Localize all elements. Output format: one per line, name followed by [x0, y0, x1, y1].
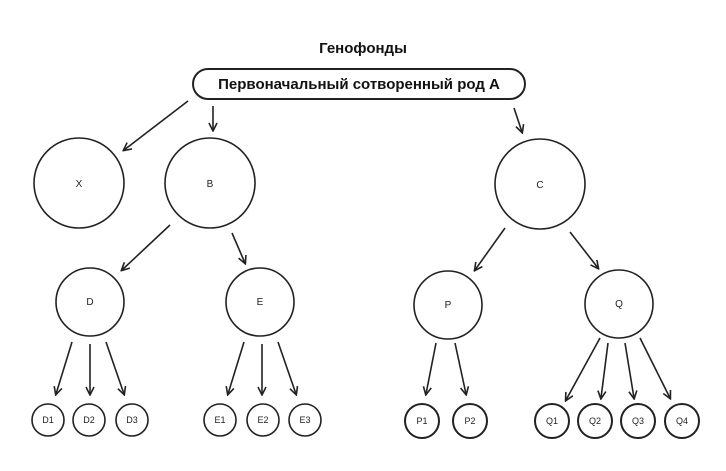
node-e2: E2 [246, 403, 280, 437]
node-q1-label: Q1 [546, 416, 558, 426]
node-e2-label: E2 [257, 415, 268, 425]
node-q: Q [584, 269, 654, 339]
node-d-label: D [86, 297, 93, 308]
node-q3: Q3 [620, 403, 656, 439]
root-kind-label: Первоначальный сотворенный род А [218, 75, 500, 93]
node-x-label: X [76, 179, 83, 190]
arrow-root-to-x [124, 100, 189, 150]
leaf-nodes: D1 D2 D3 E1 E2 E3 [31, 403, 700, 439]
node-e1-label: E1 [214, 415, 225, 425]
arrow-q-to-q1 [566, 337, 601, 400]
node-q4-label: Q4 [676, 416, 688, 426]
node-e1: E1 [203, 403, 237, 437]
node-d2-label: D2 [83, 415, 95, 425]
node-c: C [494, 138, 586, 230]
arrow-q-to-q4 [639, 337, 670, 398]
node-c-label: C [536, 180, 543, 191]
level3-arrows [56, 337, 670, 400]
arrow-e-to-e3 [277, 341, 296, 394]
arrow-q-to-q3 [624, 342, 634, 398]
arrow-root-to-c [513, 107, 522, 132]
level2-arrows [122, 224, 598, 270]
arrow-p-to-p1 [426, 342, 437, 394]
node-p: P [413, 270, 483, 340]
node-b: B [164, 137, 256, 229]
node-x: X [33, 137, 125, 229]
node-e3: E3 [288, 403, 322, 437]
node-q2: Q2 [577, 403, 613, 439]
node-p1-label: P1 [416, 416, 427, 426]
node-d3: D3 [115, 403, 149, 437]
node-d1: D1 [31, 403, 65, 437]
node-e3-label: E3 [299, 415, 310, 425]
root-kind-box: Первоначальный сотворенный род А [192, 68, 526, 100]
node-q-label: Q [615, 299, 623, 310]
root-arrows [124, 100, 522, 150]
node-d3-label: D3 [126, 415, 138, 425]
arrow-d-to-d3 [105, 341, 124, 394]
node-q1: Q1 [534, 403, 570, 439]
node-d2: D2 [72, 403, 106, 437]
node-q2-label: Q2 [589, 416, 601, 426]
node-b-label: B [207, 179, 214, 190]
node-p2: P2 [452, 403, 488, 439]
node-p-label: P [445, 300, 452, 311]
node-p1: P1 [404, 403, 440, 439]
node-q4: Q4 [664, 403, 700, 439]
arrow-d-to-d1 [56, 341, 73, 394]
node-e: E [225, 267, 295, 337]
arrow-p-to-p2 [454, 342, 466, 394]
arrow-q-to-q2 [601, 342, 609, 398]
arrow-e-to-e1 [228, 341, 245, 394]
node-e-label: E [257, 297, 264, 308]
arrow-c-to-q [569, 231, 598, 268]
arrow-b-to-e [231, 232, 245, 263]
node-d1-label: D1 [42, 415, 54, 425]
node-d: D [55, 267, 125, 337]
arrow-b-to-d [122, 224, 171, 270]
node-q3-label: Q3 [632, 416, 644, 426]
node-p2-label: P2 [464, 416, 475, 426]
diagram-title: Генофонды [319, 40, 407, 57]
arrow-c-to-p [475, 227, 506, 270]
